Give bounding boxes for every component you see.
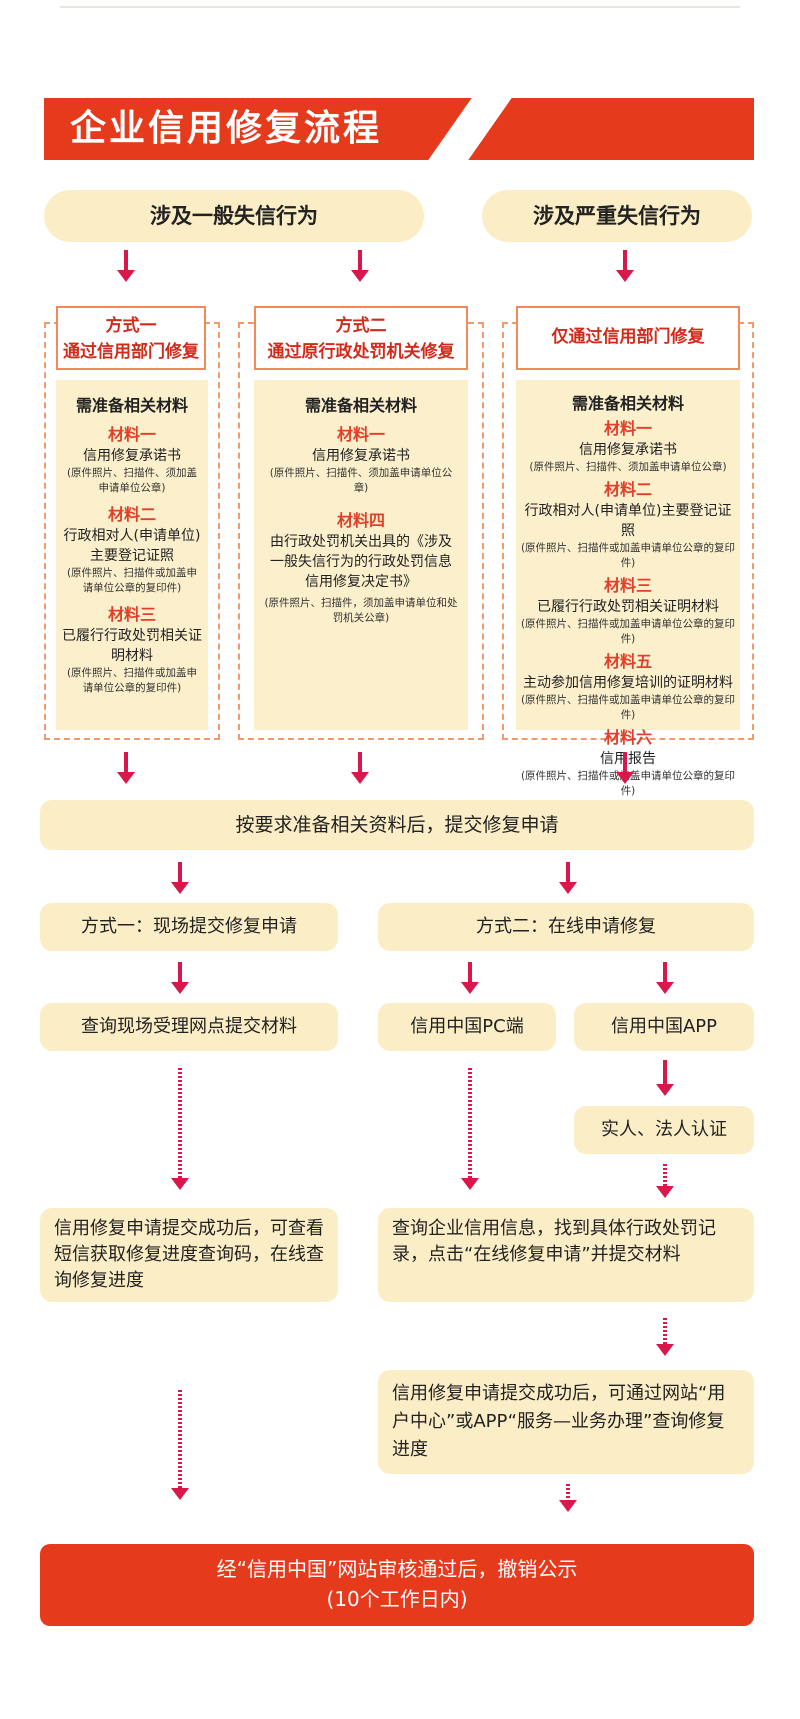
method3-header: 仅通过信用部门修复 bbox=[516, 306, 740, 370]
material2-text: 行政相对人(申请单位)主要登记证照 bbox=[63, 528, 201, 564]
material1-text: 信用修复承诺书 bbox=[579, 442, 677, 458]
material1-text: 信用修复承诺书 bbox=[83, 448, 181, 464]
material1-note: (原件照片、扫描件、须加盖申请单位公章) bbox=[269, 467, 453, 494]
method1-materials: 需准备相关材料 材料一 信用修复承诺书 (原件照片、扫描件、须加盖申请单位公章)… bbox=[56, 380, 208, 730]
material4-note: (原件照片、扫描件，须加盖申请单位和处罚机关公章) bbox=[264, 597, 458, 624]
material5-text: 主动参加信用修复培训的证明材料 bbox=[523, 675, 733, 691]
need-materials-label: 需准备相关材料 bbox=[571, 394, 684, 413]
material5-title: 材料五 bbox=[603, 652, 652, 671]
final-line1: 经“信用中国”网站审核通过后，撤销公示 bbox=[216, 1557, 578, 1581]
category-general: 涉及一般失信行为 bbox=[44, 190, 424, 242]
need-materials-label: 需准备相关材料 bbox=[75, 396, 188, 415]
onsite-step-query: 查询现场受理网点提交材料 bbox=[40, 1003, 338, 1051]
identity-auth-step: 实人、法人认证 bbox=[574, 1106, 754, 1154]
material3-title: 材料三 bbox=[107, 605, 156, 624]
material2-text: 行政相对人(申请单位)主要登记证照 bbox=[524, 503, 732, 539]
method2-header-line2: 通过原行政处罚机关修复 bbox=[267, 342, 455, 362]
method1-header-line1: 方式一 bbox=[105, 316, 157, 336]
material6-text: 信用报告 bbox=[600, 751, 656, 767]
material3-text: 已履行行政处罚相关证明材料 bbox=[537, 599, 719, 615]
online-app-step: 信用中国APP bbox=[574, 1003, 754, 1051]
submit-application-step: 按要求准备相关资料后，提交修复申请 bbox=[40, 800, 754, 850]
material1-note: (原件照片、扫描件、须加盖申请单位公章) bbox=[529, 461, 727, 473]
material5-note: (原件照片、扫描件或加盖申请单位公章的复印件) bbox=[520, 694, 736, 721]
online-pc-step: 信用中国PC端 bbox=[378, 1003, 556, 1051]
material2-title: 材料二 bbox=[107, 505, 156, 524]
material1-title: 材料一 bbox=[336, 425, 385, 444]
online-query-step: 查询企业信用信息，找到具体行政处罚记录，点击“在线修复申请”并提交材料 bbox=[378, 1208, 754, 1302]
need-materials-label: 需准备相关材料 bbox=[304, 396, 417, 415]
onsite-method: 方式一：现场提交修复申请 bbox=[40, 903, 338, 951]
material2-note: (原件照片、扫描件或加盖申请单位公章的复印件) bbox=[520, 542, 736, 569]
online-result: 信用修复申请提交成功后，可通过网站“用户中心”或APP“服务—业务办理”查询修复… bbox=[378, 1370, 754, 1474]
final-line2: (10个工作日内) bbox=[326, 1587, 468, 1611]
material3-note: (原件照片、扫描件或加盖申请单位公章的复印件) bbox=[66, 667, 198, 694]
final-result: 经“信用中国”网站审核通过后，撤销公示 (10个工作日内) bbox=[40, 1544, 754, 1626]
method1-header: 方式一 通过信用部门修复 bbox=[56, 306, 206, 370]
material2-title: 材料二 bbox=[603, 480, 652, 499]
material3-title: 材料三 bbox=[603, 576, 652, 595]
method2-materials: 需准备相关材料 材料一 信用修复承诺书 (原件照片、扫描件、须加盖申请单位公章)… bbox=[254, 380, 468, 730]
category-serious: 涉及严重失信行为 bbox=[482, 190, 752, 242]
method3-materials: 需准备相关材料 材料一 信用修复承诺书 (原件照片、扫描件、须加盖申请单位公章)… bbox=[516, 380, 740, 797]
material2-note: (原件照片、扫描件或加盖申请单位公章的复印件) bbox=[66, 567, 198, 594]
method2-header: 方式二 通过原行政处罚机关修复 bbox=[254, 306, 468, 370]
page-title: 企业信用修复流程 bbox=[70, 108, 383, 149]
material4-title: 材料四 bbox=[336, 511, 385, 530]
material1-title: 材料一 bbox=[107, 425, 156, 444]
material3-note: (原件照片、扫描件或加盖申请单位公章的复印件) bbox=[520, 618, 736, 645]
online-method: 方式二：在线申请修复 bbox=[378, 903, 754, 951]
material3-text: 已履行行政处罚相关证明材料 bbox=[62, 628, 202, 664]
method1-header-line2: 通过信用部门修复 bbox=[63, 342, 199, 362]
top-divider bbox=[60, 6, 740, 8]
method2-header-line1: 方式二 bbox=[335, 316, 387, 336]
title-banner bbox=[44, 98, 754, 160]
material4-text: 由行政处罚机关出具的《涉及一般失信行为的行政处罚信息信用修复决定书》 bbox=[270, 534, 452, 590]
material1-note: (原件照片、扫描件、须加盖申请单位公章) bbox=[66, 467, 198, 494]
material1-text: 信用修复承诺书 bbox=[312, 448, 410, 464]
material1-title: 材料一 bbox=[603, 419, 652, 438]
material6-title: 材料六 bbox=[603, 728, 652, 747]
onsite-result: 信用修复申请提交成功后，可查看短信获取修复进度查询码，在线查询修复进度 bbox=[40, 1208, 338, 1302]
